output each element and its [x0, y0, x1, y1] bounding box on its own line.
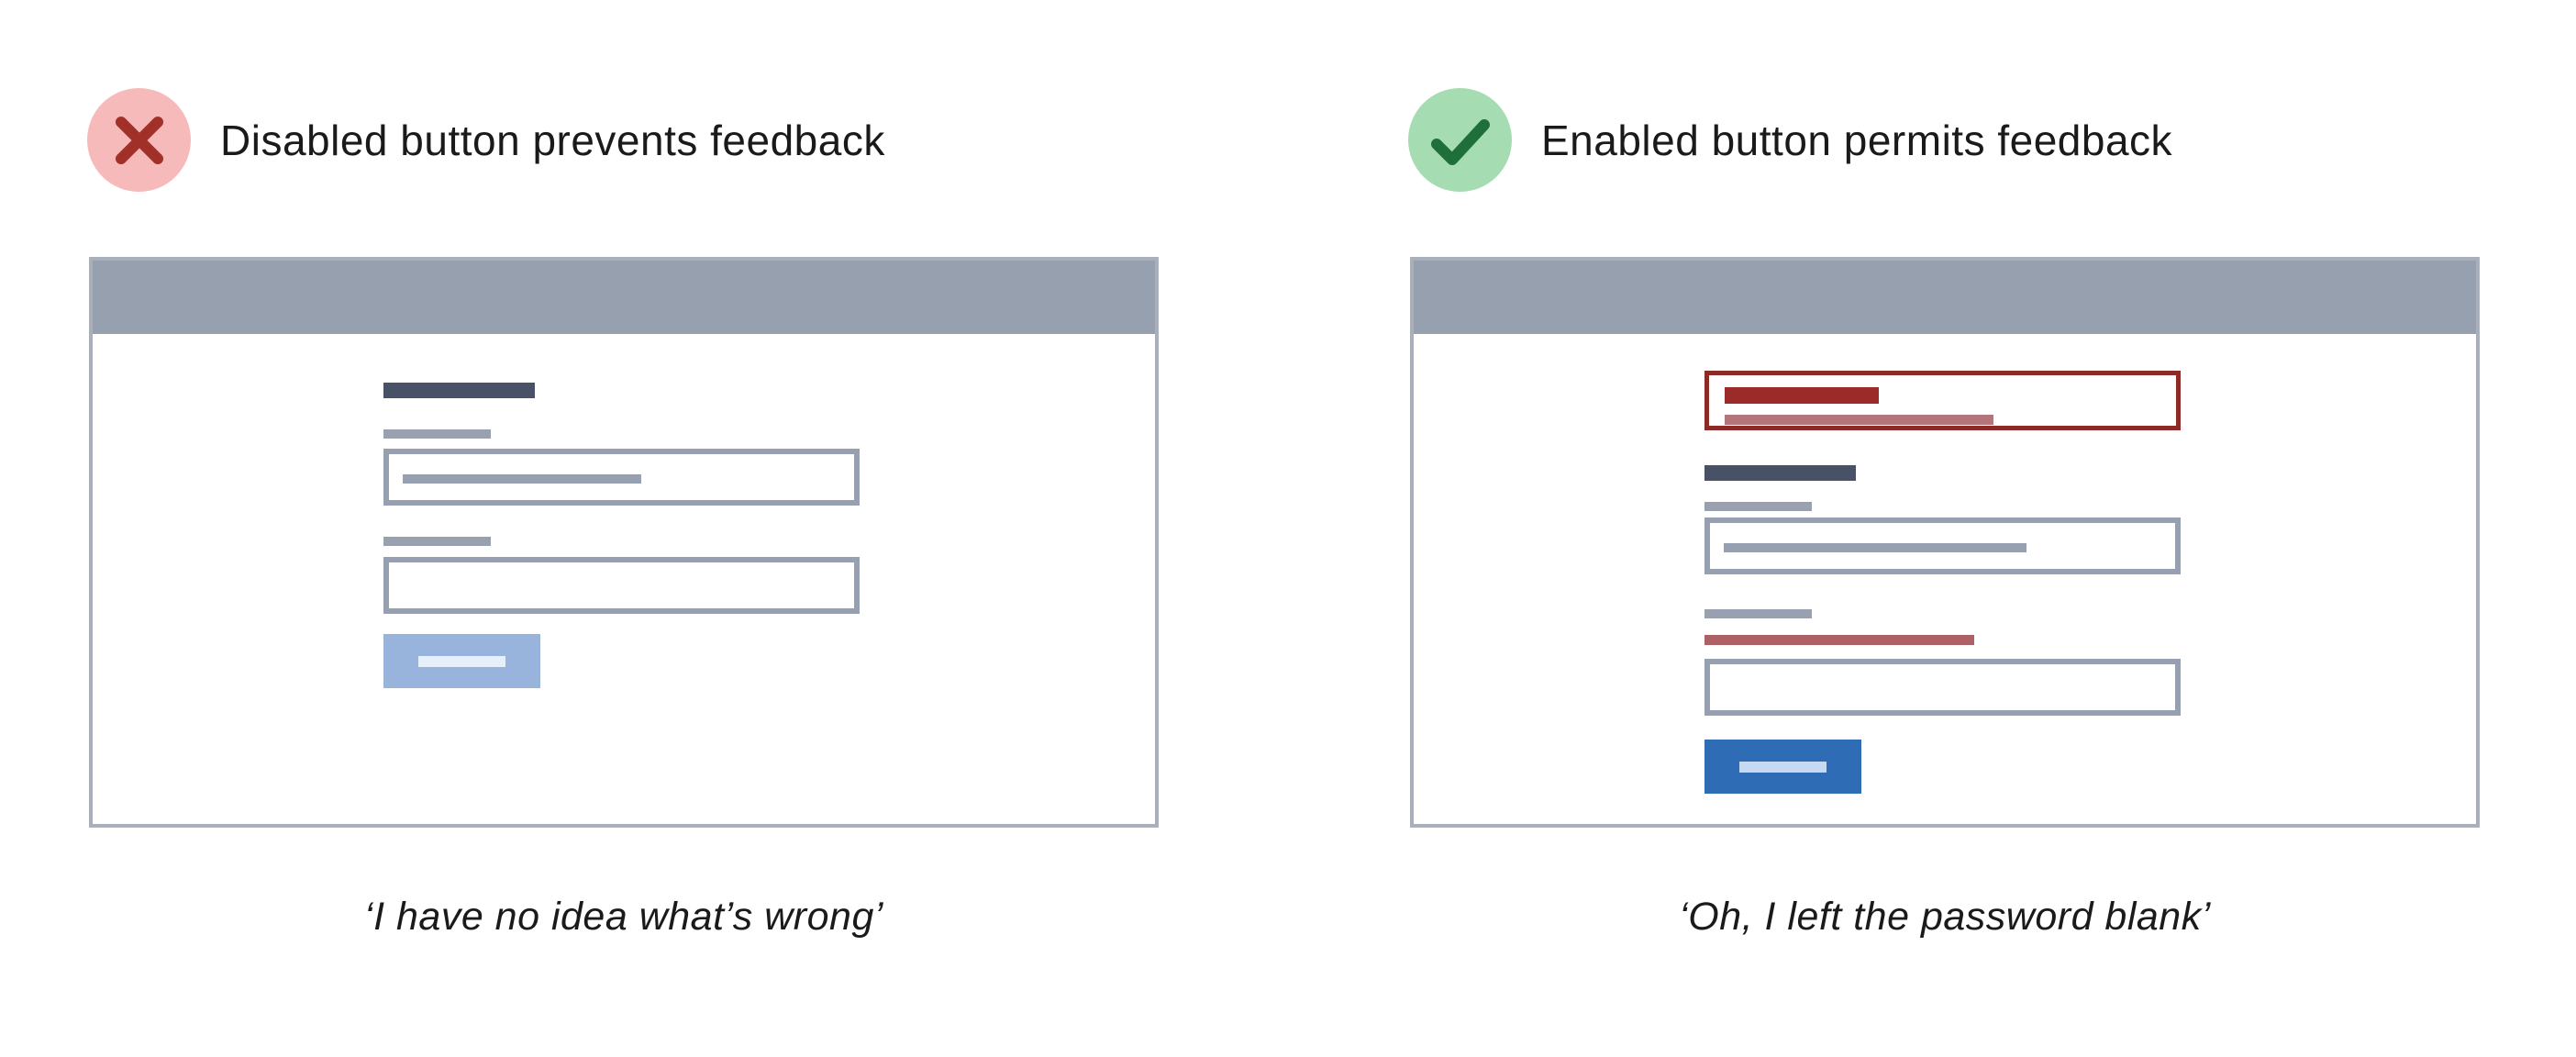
mock-browser-window-left	[89, 257, 1159, 828]
panel-header-right: Enabled button permits feedback	[1408, 83, 2172, 197]
mock-field-label-bar	[1704, 502, 1812, 511]
mock-text-input-empty	[1704, 659, 2181, 716]
caption-quote: ‘Oh, I left the password blank’	[1679, 895, 2211, 939]
mock-text-input-filled	[383, 449, 860, 506]
panel-disabled-button: Disabled button prevents feedback ‘I hav…	[87, 83, 1252, 991]
mock-field-label-bar	[383, 429, 491, 439]
mock-button-label-bar	[1739, 761, 1827, 773]
mock-error-text-bar	[1725, 415, 1993, 425]
panel-header-left: Disabled button prevents feedback	[87, 83, 885, 197]
panel-title: Enabled button permits feedback	[1541, 116, 2173, 164]
success-badge	[1408, 88, 1512, 192]
mock-inline-error-bar	[1704, 635, 1974, 645]
error-badge	[87, 88, 191, 192]
mock-submit-button-disabled	[383, 634, 540, 688]
mock-window-header	[1414, 261, 2476, 334]
mock-error-summary-box	[1704, 371, 2181, 430]
caption-quote: ‘I have no idea what’s wrong’	[364, 895, 883, 939]
mock-text-input-empty	[383, 557, 860, 614]
mock-submit-button-enabled	[1704, 740, 1861, 794]
mock-form-heading-bar	[383, 383, 535, 398]
mock-text-input-filled	[1704, 517, 2181, 574]
panel-title: Disabled button prevents feedback	[220, 116, 885, 164]
mock-field-label-bar	[383, 537, 491, 546]
mock-error-heading-bar	[1725, 387, 1879, 404]
mock-form-heading-bar	[1704, 465, 1856, 481]
mock-field-label-bar	[1704, 609, 1812, 618]
mock-button-label-bar	[418, 655, 505, 667]
mock-window-header	[93, 261, 1155, 334]
mock-browser-window-right	[1410, 257, 2480, 828]
mock-input-value-bar	[403, 474, 641, 484]
panel-enabled-button: Enabled button permits feedback ‘Oh, I l…	[1408, 83, 2573, 991]
mock-input-value-bar	[1724, 543, 2026, 552]
check-icon	[1431, 119, 1490, 165]
x-icon	[116, 117, 163, 164]
